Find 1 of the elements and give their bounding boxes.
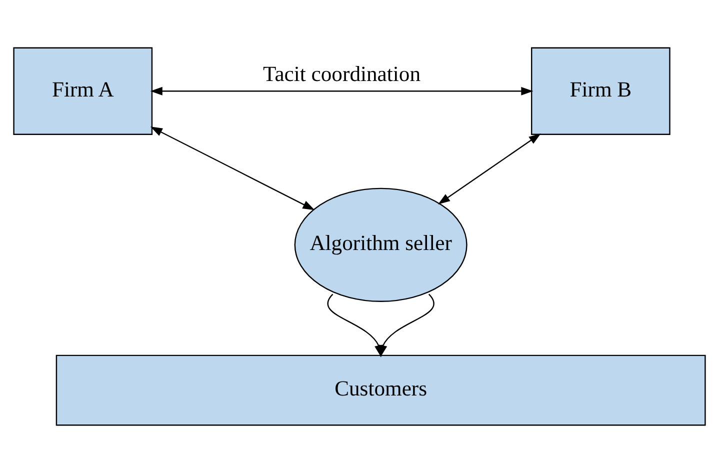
edge-label: Tacit coordination	[262, 62, 420, 86]
